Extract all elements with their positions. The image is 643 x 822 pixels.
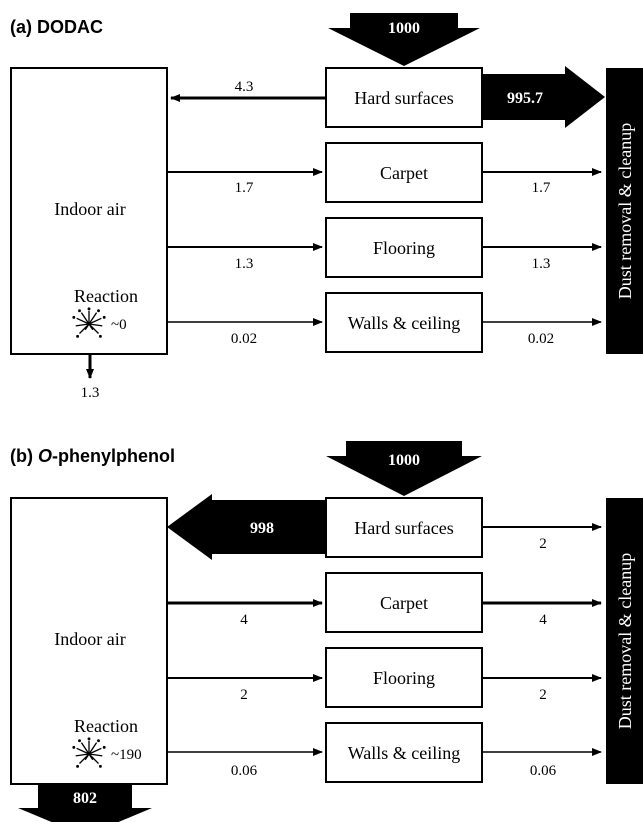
panel-b-title: (b) O-phenylphenol (10, 446, 175, 466)
panel-b-hard-to-air-arrow (167, 494, 326, 560)
panel-b-flooring-label: Flooring (373, 668, 435, 688)
panel-a-walls-ceiling-label: Walls & ceiling (348, 313, 461, 333)
panel-a-air-to-walls-value: 0.02 (231, 331, 257, 347)
panel-a-hard-surfaces-box (325, 67, 483, 128)
panel-a-hard-to-sink-arrow (482, 66, 605, 128)
panel-b: (b) O-phenylphenol 1000 Indoor air React… (10, 441, 643, 822)
panel-b-walls-ceiling-label: Walls & ceiling (348, 743, 461, 763)
panel-a-reaction-value: ~0 (111, 317, 127, 333)
panel-b-walls-ceiling-box (325, 722, 483, 783)
panel-a-air-to-carpet-value: 1.7 (235, 180, 254, 196)
panel-b-carpet-label: Carpet (380, 593, 428, 613)
panel-b-air-to-walls-value: 0.06 (231, 763, 258, 779)
panel-a-hard-surfaces-label: Hard surfaces (354, 88, 453, 108)
panel-b-hard-to-air-value: 998 (250, 520, 274, 537)
panel-a-flooring-label: Flooring (373, 238, 435, 258)
panel-a-dust-removal-sink (606, 68, 643, 354)
panel-a-flooring-to-sink-value: 1.3 (532, 256, 551, 272)
panel-a-hard-to-air-value: 4.3 (235, 79, 254, 95)
panel-a-input-arrow: 1000 (328, 13, 480, 66)
panel-b-air-to-flooring-value: 2 (240, 687, 248, 703)
panel-a-walls-to-sink-value: 0.02 (528, 331, 554, 347)
panel-b-input-value: 1000 (388, 452, 420, 469)
panel-b-flooring-box (325, 647, 483, 708)
panel-a: (a) DODAC 1000 Indoor air Reaction ~0 1.… (10, 13, 643, 401)
panel-b-input-arrow: 1000 (326, 441, 482, 496)
panel-a-dust-removal-label: Dust removal & cleanup (615, 123, 635, 299)
panel-b-hard-to-sink-value: 2 (539, 536, 547, 552)
panel-a-carpet-label: Carpet (380, 163, 428, 183)
panel-a-air-to-flooring-value: 1.3 (235, 256, 254, 272)
panel-b-indoor-air-label: Indoor air (54, 629, 125, 649)
panel-b-carpet-to-sink-value: 4 (539, 612, 547, 628)
panel-b-air-to-carpet-value: 4 (240, 612, 248, 628)
panel-b-indoor-out-value: 802 (73, 790, 97, 807)
panel-b-walls-to-sink-value: 0.06 (530, 763, 557, 779)
panel-b-hard-surfaces-label: Hard surfaces (354, 518, 453, 538)
panel-a-flooring-box (325, 217, 483, 278)
panel-b-dust-removal-label: Dust removal & cleanup (615, 553, 635, 729)
panel-b-hard-surfaces-box (325, 497, 483, 558)
panel-a-input-value: 1000 (388, 20, 420, 37)
panel-b-reaction-value: ~190 (111, 747, 142, 763)
panel-b-dust-removal-sink (606, 498, 643, 784)
panel-a-hard-to-sink-value: 995.7 (507, 90, 543, 107)
panel-b-reaction-label: Reaction (74, 716, 138, 736)
panel-a-carpet-box (325, 142, 483, 203)
panel-a-reaction-label: Reaction (74, 286, 138, 306)
panel-a-title: (a) DODAC (10, 17, 103, 37)
panel-a-carpet-to-sink-value: 1.7 (532, 180, 551, 196)
panel-b-flooring-to-sink-value: 2 (539, 687, 547, 703)
panel-b-indoor-out-arrow (18, 784, 152, 822)
panel-a-indoor-air-label: Indoor air (54, 199, 125, 219)
panel-b-carpet-box (325, 572, 483, 633)
panel-a-indoor-out-value: 1.3 (81, 385, 100, 401)
